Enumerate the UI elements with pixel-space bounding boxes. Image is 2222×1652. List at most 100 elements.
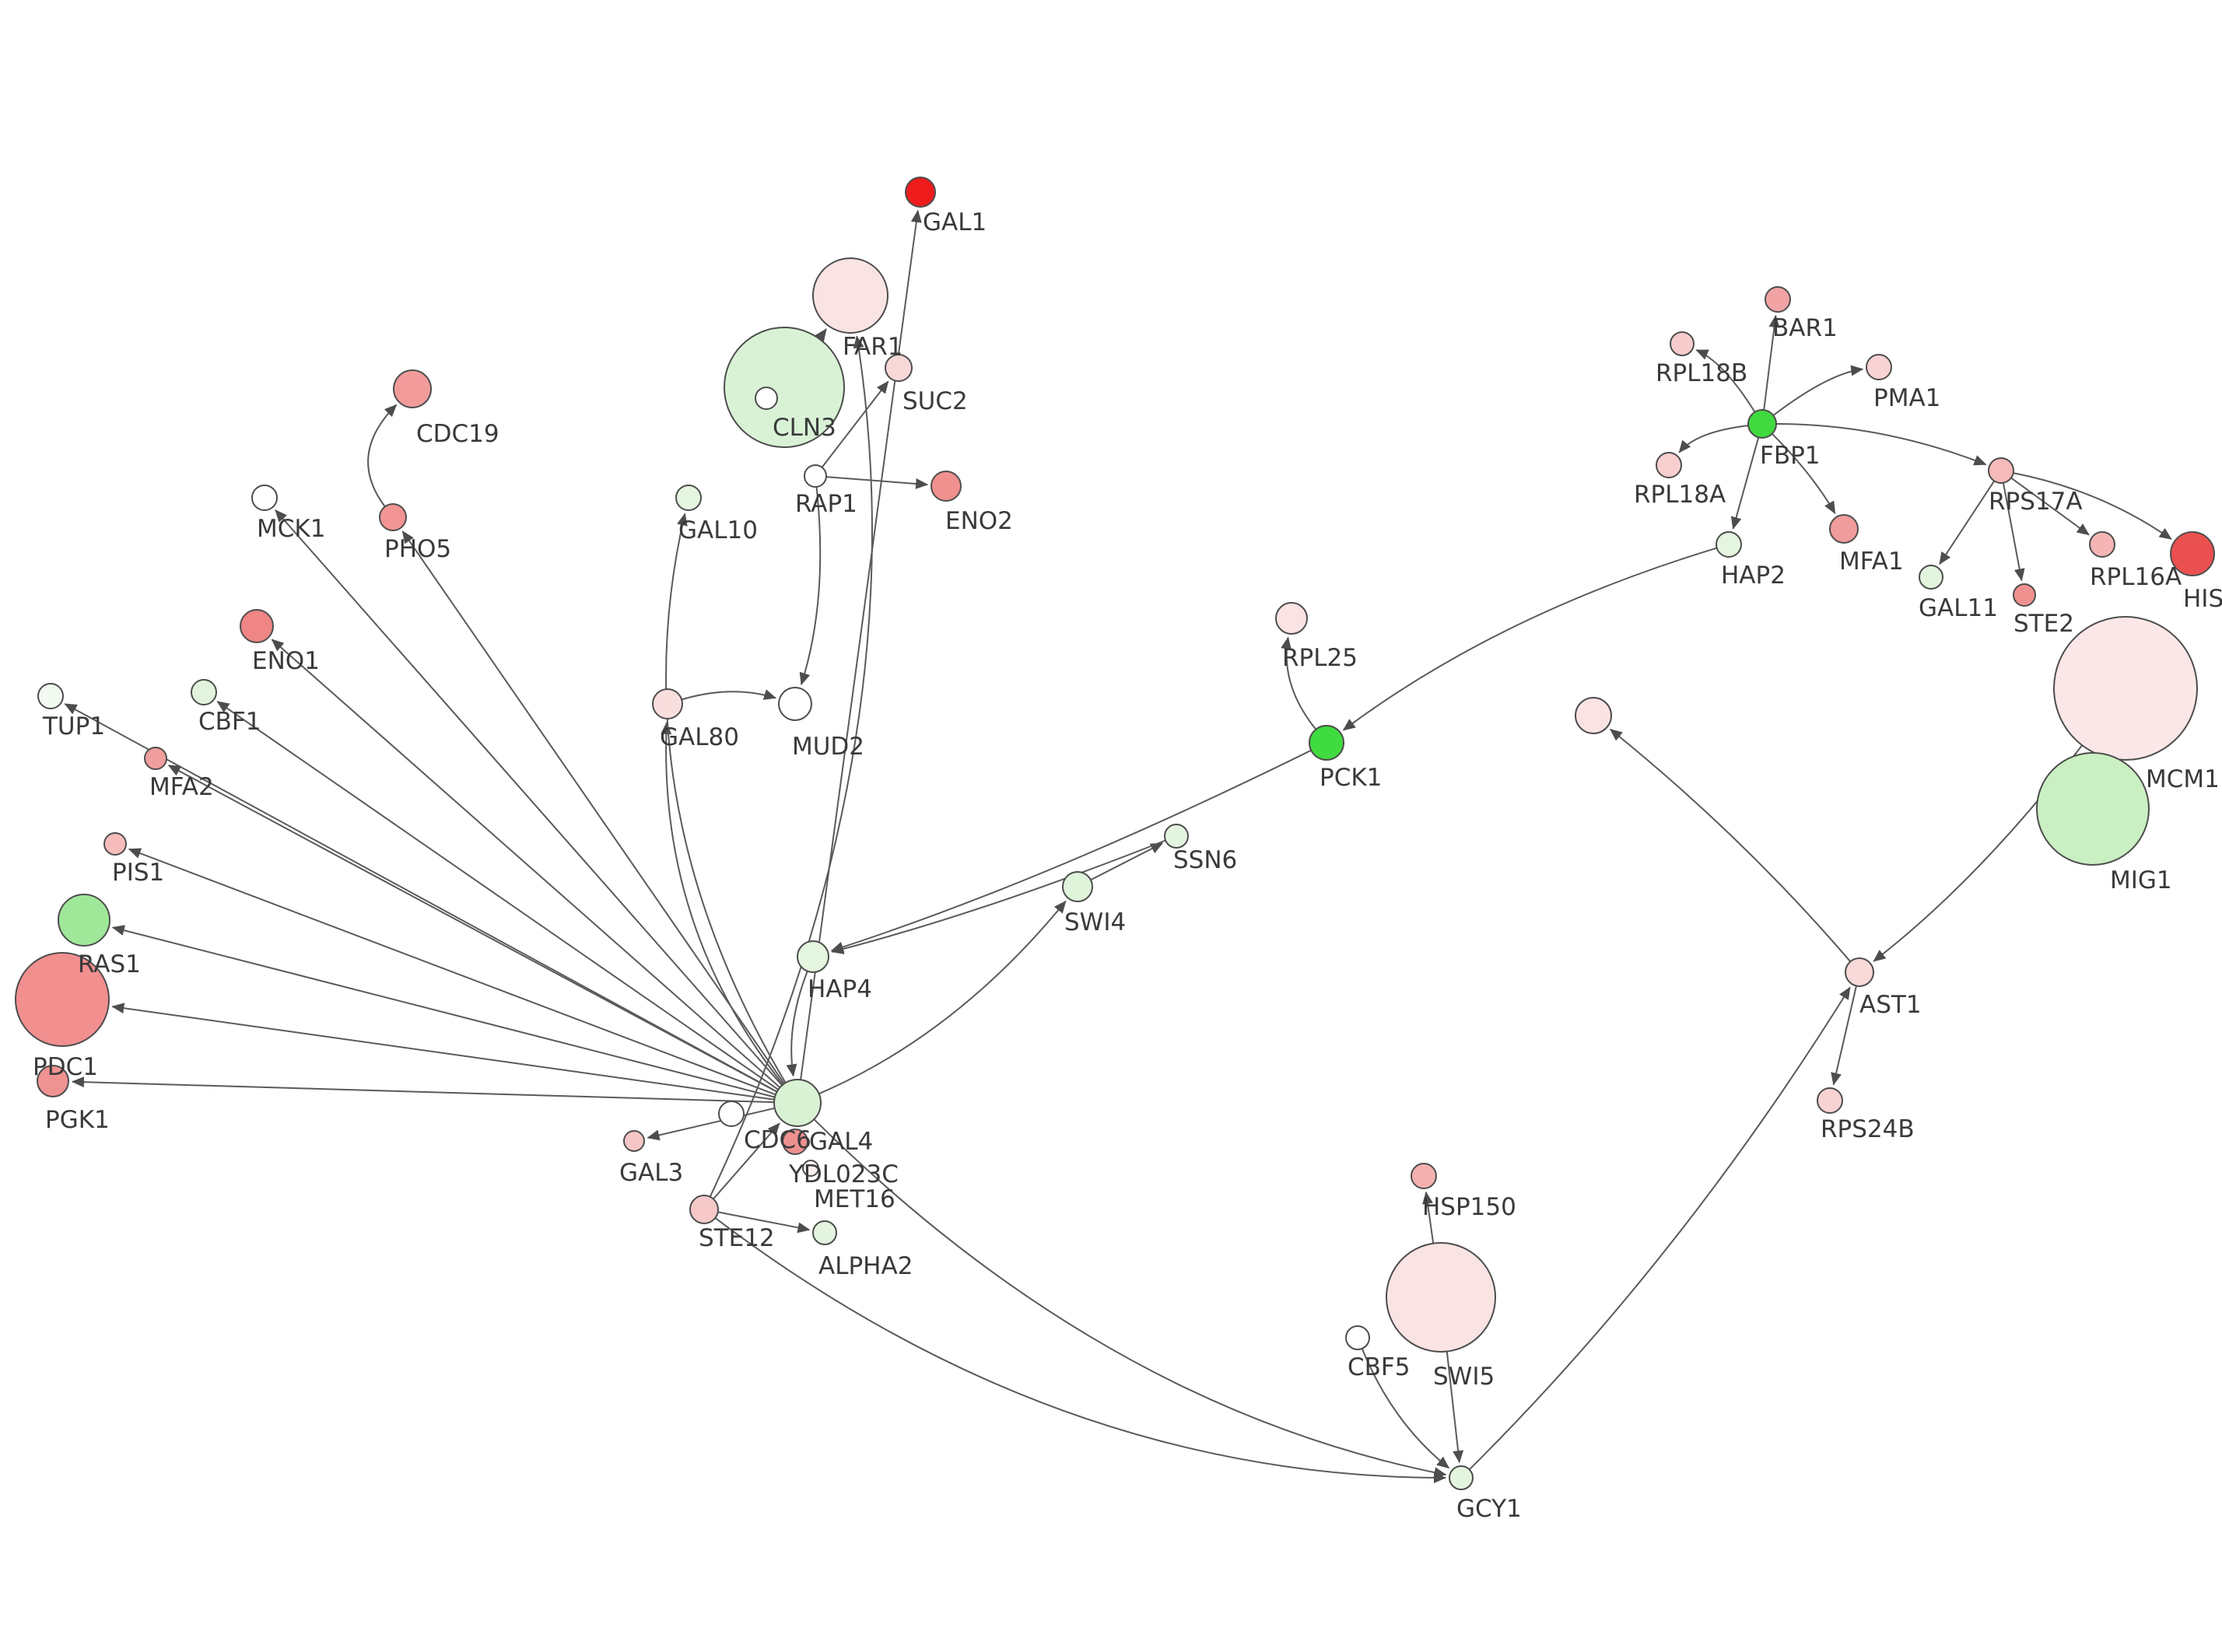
label-pma1: PMA1 [1873,384,1940,412]
node-cdc19[interactable] [393,369,432,408]
node-mcm1[interactable] [2053,616,2198,761]
node-cbf5[interactable] [1345,1325,1370,1350]
node-unnamed1[interactable] [1575,697,1612,734]
edge-hap4-gal4 [786,971,808,1077]
node-mig1[interactable] [2036,752,2150,866]
label-ydl023c: YDL023C [788,1160,899,1188]
edge-gal4-mfa2 [167,765,778,1093]
label-rps24b: RPS24B [1821,1115,1915,1143]
edge-gal4-pis1 [128,848,776,1096]
node-rpl25[interactable] [1275,602,1308,635]
edge-ast1-unnamed1 [1610,728,1852,962]
node-ssn6[interactable] [1164,824,1189,849]
edge-gal4-tup1 [64,703,778,1093]
node-eno2[interactable] [931,471,962,502]
edge-pck1-rpl25 [1281,636,1317,730]
node-pck1[interactable] [1309,725,1344,761]
node-ste2[interactable] [2013,583,2036,607]
label-bar1: BAR1 [1772,314,1838,342]
node-suc2[interactable] [885,354,913,382]
node-hap4[interactable] [797,940,829,973]
node-bar1[interactable] [1765,286,1791,313]
node-rpl18b[interactable] [1670,331,1695,356]
node-pgk1[interactable] [37,1065,69,1097]
node-swi5[interactable] [1386,1242,1496,1353]
label-cbf5: CBF5 [1348,1353,1410,1381]
node-swi4[interactable] [1062,871,1093,902]
label-rap1: RAP1 [795,490,857,518]
label-rpl18a: RPL18A [1634,481,1726,509]
edge-rap1-mud2 [799,486,822,686]
edge-fbp1-mfa1 [1771,432,1836,514]
node-tup1[interactable] [37,683,64,709]
node-hap2[interactable] [1716,531,1742,558]
node-rpl16a[interactable] [2089,531,2115,558]
label-pis1: PIS1 [112,859,164,887]
label-gal10: GAL10 [678,516,758,544]
label-gal1: GAL1 [923,208,987,236]
edge-rps17a-rpl16a [2010,477,2090,536]
edges-layer [64,209,2172,1483]
node-mfa2[interactable] [144,747,167,770]
node-pma1[interactable] [1866,354,1892,380]
node-rap1[interactable] [804,464,827,488]
node-mud2[interactable] [778,687,812,721]
node-hsp150[interactable] [1411,1163,1437,1189]
node-gal80[interactable] [652,688,683,719]
node-rps17a[interactable] [1988,457,2014,484]
label-gcy1: GCY1 [1456,1495,1522,1523]
node-met16[interactable] [802,1160,819,1177]
node-gal11[interactable] [1919,565,1943,590]
node-unnamed0[interactable] [755,387,778,410]
label-fbp1: FBP1 [1760,442,1821,470]
edge-gcy1-ast1 [1468,986,1851,1471]
node-ras1[interactable] [58,894,110,947]
node-mck1[interactable] [251,485,278,511]
node-cdc6[interactable] [718,1101,745,1127]
label-cbf1: CBF1 [198,708,261,736]
node-ast1[interactable] [1845,957,1874,987]
node-mfa1[interactable] [1829,514,1859,544]
label-ssn6: SSN6 [1173,846,1237,874]
label-alpha2: ALPHA2 [818,1252,913,1280]
edge-ste12-gal4 [713,1122,780,1200]
label-pho5: PHO5 [384,535,451,563]
node-pdc1[interactable] [15,952,110,1047]
label-gal80: GAL80 [660,723,739,751]
edge-rps17a-gal11 [1939,480,1996,565]
node-ste12[interactable] [689,1195,719,1224]
label-tup1: TUP1 [42,712,105,740]
edge-rps17a-ste2 [2002,482,2025,582]
node-pho5[interactable] [379,503,407,531]
node-pis1[interactable] [103,832,127,856]
edge-fbp1-rpl18a [1678,425,1749,453]
node-alpha2[interactable] [812,1220,837,1245]
label-eno1: ENO1 [252,647,320,675]
edge-ssn6-hap4 [831,839,1166,954]
node-his4[interactable] [2170,531,2215,576]
node-rpl18a[interactable] [1656,452,1682,478]
edge-gal4-swi4 [818,900,1067,1095]
node-far1[interactable] [812,257,888,334]
node-gal3[interactable] [623,1130,645,1152]
node-fbp1[interactable] [1747,409,1777,439]
node-gcy1[interactable] [1449,1465,1474,1490]
label-hap4: HAP4 [808,975,872,1003]
label-swi4: SWI4 [1064,908,1126,936]
label-mfa2: MFA2 [149,773,214,801]
node-cbf1[interactable] [191,679,217,705]
label-swi5: SWI5 [1433,1363,1495,1391]
node-ydl023c[interactable] [782,1129,808,1155]
label-ast1: AST1 [1859,991,1922,1019]
node-eno1[interactable] [240,609,274,643]
node-gal4[interactable] [773,1079,822,1127]
label-his4: HIS4 [2183,585,2222,613]
edge-gal4-gal3 [647,1107,776,1141]
node-gal1[interactable] [905,177,936,208]
node-rps24b[interactable] [1817,1087,1843,1114]
node-gal10[interactable] [675,485,702,511]
node-cln3[interactable] [724,327,845,448]
label-pgk1: PGK1 [45,1106,110,1134]
